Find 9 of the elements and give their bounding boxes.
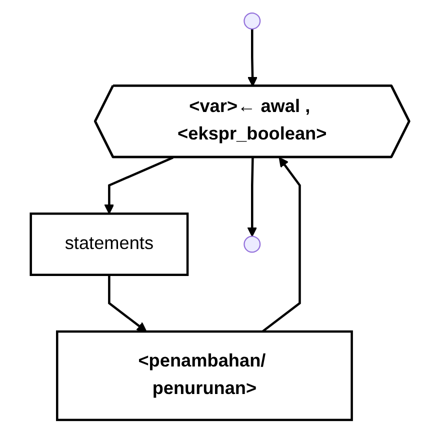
node-box: <penambahan/ penurunan> xyxy=(56,330,353,422)
arrow xyxy=(108,274,147,332)
node-circle xyxy=(244,236,261,253)
arrow xyxy=(247,158,258,237)
arrow xyxy=(248,28,258,87)
node-circle xyxy=(244,12,261,30)
node-box: statements xyxy=(30,212,189,276)
arrow xyxy=(262,157,301,332)
arrow xyxy=(104,156,174,214)
